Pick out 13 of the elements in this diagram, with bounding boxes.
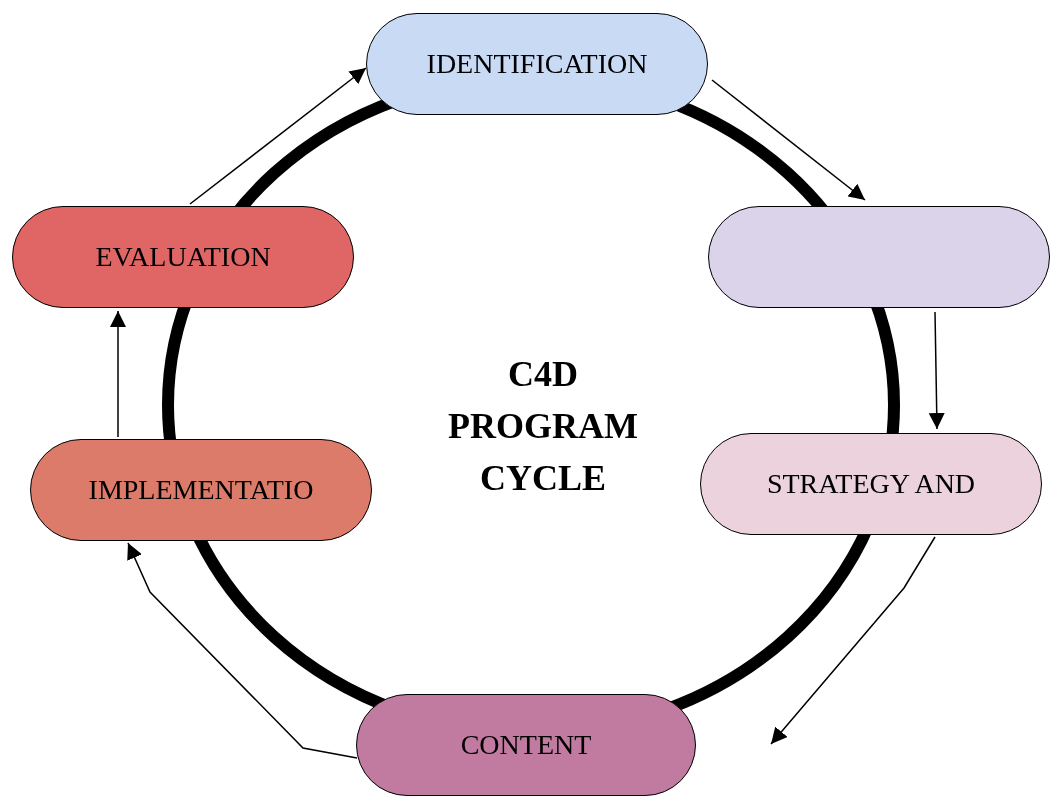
- arrow: [127, 542, 358, 759]
- node-label: IDENTIFICATION: [426, 48, 648, 80]
- arrow: [928, 311, 945, 430]
- node-label: EVALUATION: [95, 241, 271, 273]
- arrow: [110, 310, 126, 438]
- node-label: IMPLEMENTATIO: [88, 474, 314, 506]
- node-label: CONTENT: [460, 729, 592, 761]
- cycle-title: C4D PROGRAM CYCLE: [447, 353, 639, 501]
- rounded-box: [708, 206, 1050, 308]
- arrow: [711, 79, 866, 201]
- node-label: STRATEGY AND: [766, 468, 976, 500]
- arrow: [189, 67, 367, 205]
- arrow: [770, 536, 936, 745]
